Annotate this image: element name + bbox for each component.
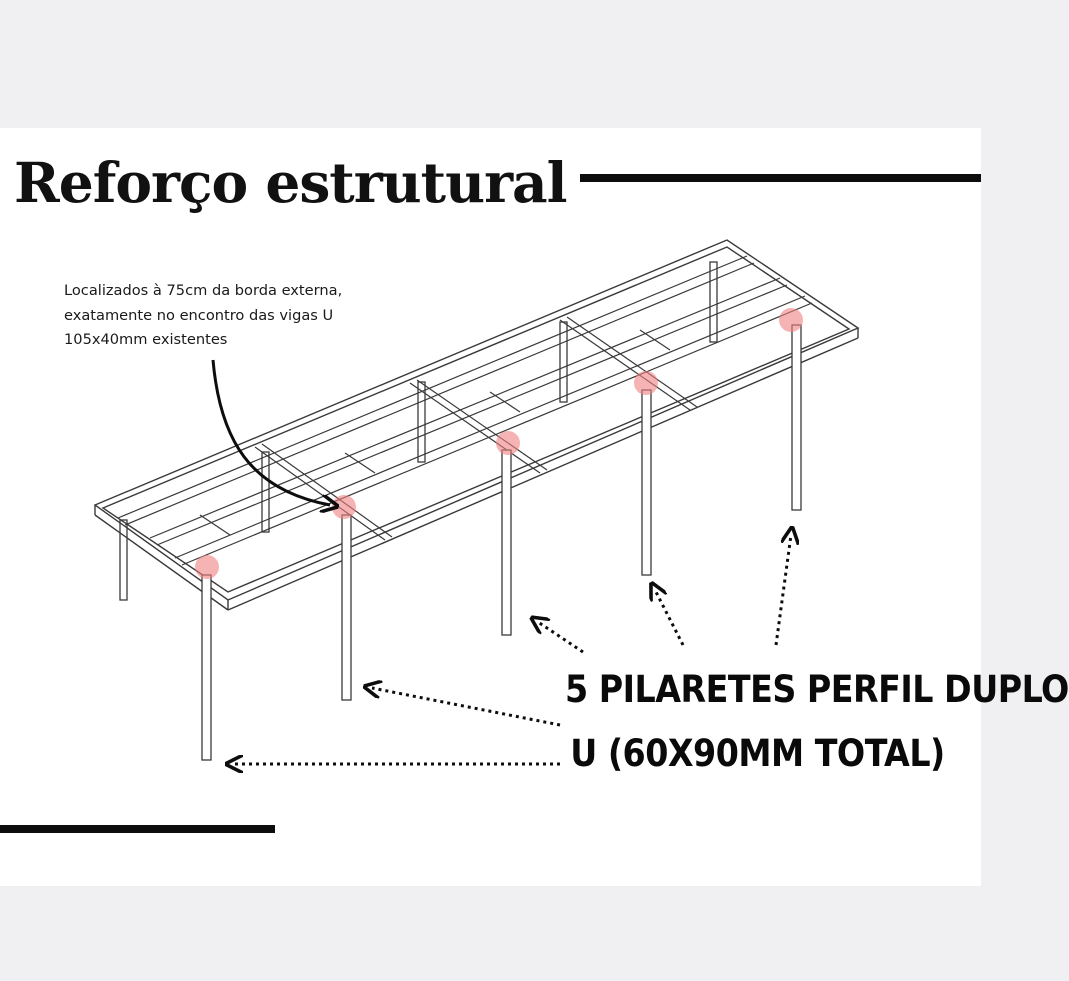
longitudinal-beams [117,255,813,566]
marker-4 [634,371,658,395]
page-title: Reforço estrutural [14,150,568,215]
reinforcement-markers [195,308,803,579]
cross-beams [199,316,698,541]
bottom-rule [0,825,275,833]
dotted-arrow-4 [655,590,685,646]
structure-diagram [93,239,860,981]
location-note: Localizados à 75cm da borda externa, exa… [64,282,343,348]
frame-outer [93,239,860,611]
dotted-arrows [234,535,791,764]
callout-line-1: 5 PILARETES PERFIL DUPLO [565,668,1069,711]
marker-1 [195,555,219,579]
marker-3 [496,431,520,455]
dotted-arrow-3 [538,622,584,654]
marker-2 [332,495,356,519]
dotted-arrow-5 [774,535,791,646]
callout-line-2: U (60X90MM TOTAL) [570,732,945,775]
note-pointer-arrow [211,359,330,505]
top-rule [580,174,981,182]
dotted-arrow-2 [372,688,561,727]
slide-card: Reforço estrutural Localizados à 75cm da… [0,128,1069,886]
marker-5 [779,308,803,332]
